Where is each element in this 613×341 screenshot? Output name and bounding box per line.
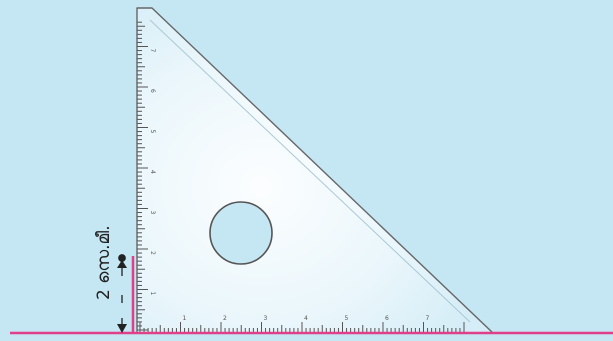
measurement-label: 2 സെ.മീ.	[94, 225, 114, 300]
side-ruler-number: 1	[149, 292, 156, 296]
bottom-ruler-numbers: 1 2 3 4 5 6 7	[183, 315, 430, 322]
bottom-ruler-number: 1	[183, 315, 187, 322]
hypotenuse-bevel	[149, 19, 471, 323]
measurement-arrow	[117, 254, 127, 333]
side-ruler-ticks	[137, 21, 148, 331]
side-ruler-number: 4	[149, 170, 156, 174]
arrow-top-head	[117, 260, 127, 268]
side-ruler-number: 2	[149, 251, 156, 255]
bottom-ruler-number: 5	[345, 315, 349, 322]
bottom-ruler-number: 7	[426, 315, 430, 322]
bottom-ruler-number: 2	[223, 315, 227, 322]
side-ruler-number: 6	[149, 89, 156, 93]
side-ruler-number: 3	[149, 211, 156, 215]
side-ruler-number: 7	[149, 49, 156, 53]
bottom-ruler-number: 6	[385, 315, 389, 322]
circular-hole	[209, 201, 273, 265]
side-ruler-number: 5	[149, 130, 156, 134]
arrow-bottom-head	[117, 324, 127, 333]
bottom-ruler-number: 3	[264, 315, 268, 322]
bottom-ruler-number: 4	[304, 315, 308, 322]
set-square	[136, 7, 494, 334]
side-ruler-numbers: 1 2 3 4 5 6 7	[149, 49, 156, 296]
